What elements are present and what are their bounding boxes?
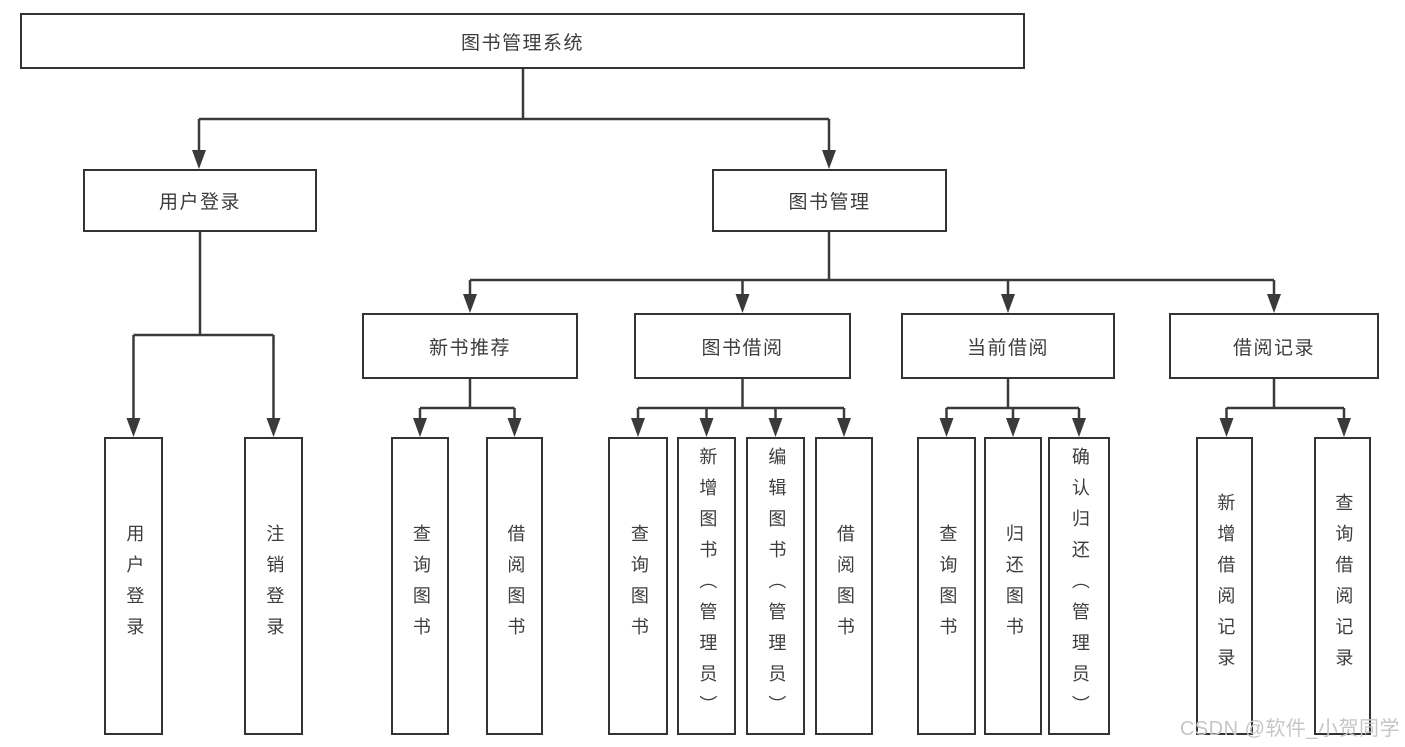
node-borrowing-records: 借阅记录 [1169, 313, 1379, 379]
node-borrow-books-recommend: 借阅图书 [486, 437, 543, 735]
node-label: 图书管理系统 [460, 32, 584, 54]
node-label: 新书推荐 [428, 337, 511, 359]
node-label: 确认归还（管理员） [1069, 446, 1090, 726]
node-user-login-leaf: 用户登录 [104, 437, 163, 735]
node-label: 借阅记录 [1232, 337, 1315, 359]
node-label: 借阅图书 [834, 524, 855, 648]
node-new-book-recommendation: 新书推荐 [362, 313, 578, 379]
node-label: 用户登录 [158, 192, 241, 213]
node-label: 查询借阅记录 [1333, 493, 1354, 679]
node-edit-book-admin: 编辑图书（管理员） [746, 437, 805, 735]
node-user-login-branch: 用户登录 [83, 169, 317, 232]
csdn-watermark: CSDN @软件_小贺同学 [1179, 718, 1400, 740]
arrowheads [126, 150, 1351, 437]
node-query-borrow-record: 查询借阅记录 [1314, 437, 1371, 735]
node-add-book-admin: 新增图书（管理员） [677, 437, 736, 735]
node-query-books-recommend: 查询图书 [391, 437, 449, 735]
node-label: 借阅图书 [505, 524, 526, 648]
node-label: 注销登录 [264, 524, 285, 648]
node-add-borrow-record: 新增借阅记录 [1196, 437, 1253, 735]
node-label: 查询图书 [628, 524, 649, 648]
node-current-borrowing: 当前借阅 [901, 313, 1115, 379]
node-query-books-current: 查询图书 [917, 437, 976, 735]
node-label: 查询图书 [410, 524, 431, 648]
node-label: 查询图书 [937, 524, 958, 648]
node-label: 图书借阅 [701, 337, 784, 359]
node-label: 用户登录 [124, 524, 145, 648]
node-label: 当前借阅 [966, 337, 1049, 359]
node-logout-leaf: 注销登录 [244, 437, 303, 735]
node-label: 新增图书（管理员） [697, 446, 718, 726]
node-library-management-system: 图书管理系统 [20, 13, 1025, 69]
node-label: 编辑图书（管理员） [766, 446, 787, 726]
node-return-book: 归还图书 [984, 437, 1042, 735]
node-confirm-return-admin: 确认归还（管理员） [1048, 437, 1110, 735]
node-label: 图书管理 [788, 192, 871, 213]
node-query-books-borrow: 查询图书 [608, 437, 668, 735]
node-book-management-branch: 图书管理 [712, 169, 947, 232]
node-book-borrowing: 图书借阅 [634, 313, 851, 379]
node-borrow-books-leaf: 借阅图书 [815, 437, 873, 735]
node-label: 归还图书 [1003, 524, 1024, 648]
node-label: 新增借阅记录 [1215, 493, 1236, 679]
